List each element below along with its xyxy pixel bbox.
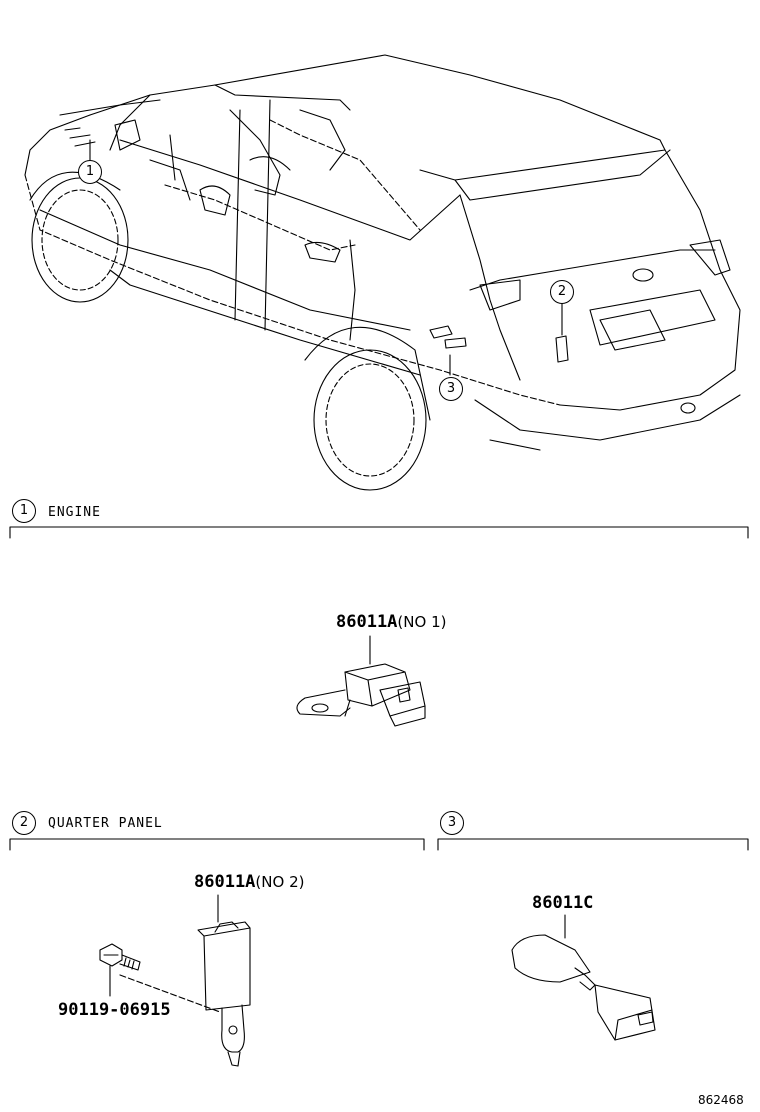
section-1-title: ENGINE: [48, 505, 101, 520]
section-3-number: 3: [440, 811, 464, 835]
section-2-number: 2: [12, 811, 36, 835]
part-label-bolt-90119-06915: 90119-06915: [58, 1000, 171, 1020]
callout-3: 3: [439, 377, 463, 401]
part-label-86011a-no2: 86011A(NO 2): [194, 872, 304, 892]
part-code: 86011A: [194, 872, 256, 892]
callout-1: 1: [78, 160, 102, 184]
part-86011a-no1-drawing: [296, 635, 426, 727]
part-note: (NO 2): [255, 873, 305, 891]
part-86011a-no2-drawing: [119, 894, 251, 1067]
part-label-86011c: 86011C: [532, 893, 593, 913]
section-2-title: QUARTER PANEL: [48, 816, 163, 831]
vehicle-illustration: [24, 54, 741, 491]
section1-bracket: [9, 526, 749, 539]
section2-bracket: [9, 838, 425, 851]
callout-2: 2: [550, 280, 574, 304]
part-label-86011a-no1: 86011A(NO 1): [336, 612, 446, 632]
part-86011c-drawing: [511, 914, 656, 1041]
part-note: (NO 1): [397, 613, 447, 631]
part-code: 86011A: [336, 612, 398, 632]
section3-bracket: [437, 838, 749, 851]
section-1-number: 1: [12, 499, 36, 523]
diagram-reference-number: 862468: [698, 1093, 744, 1107]
bolt-90119-06915-drawing: [99, 943, 141, 997]
part-code: 90119-06915: [58, 1000, 171, 1020]
part-code: 86011C: [532, 893, 594, 913]
